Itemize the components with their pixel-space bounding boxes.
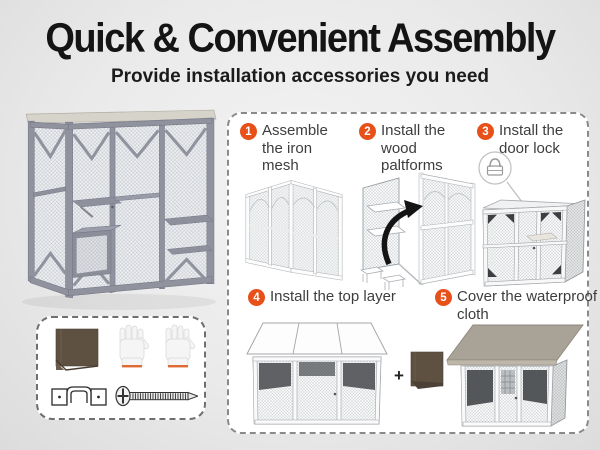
corner-braces [488, 212, 561, 277]
plus-sign: + [394, 366, 404, 385]
catio-shadow [22, 293, 216, 310]
shaded-bays [259, 362, 375, 390]
step-4: 4 Install the top layer [248, 288, 398, 306]
platform-parts [359, 266, 407, 290]
step-4-cloth-icon [410, 351, 444, 389]
catio-product-illustration [22, 109, 217, 310]
page-subtitle: Provide installation accessories you nee… [110, 66, 490, 87]
assembly-steps-panel: 1 Assemble the iron mesh 2 Install the w… [227, 112, 597, 434]
step-3-badge: 3 [477, 123, 494, 140]
waterproof-cloth-icon [55, 328, 99, 371]
mesh-clamp-icon [51, 386, 107, 406]
step-1: 1 Assemble the iron mesh [240, 122, 348, 175]
step-1-badge: 1 [240, 123, 257, 140]
top-panels [246, 322, 388, 355]
step-1-illustration [245, 179, 343, 281]
catio-door-handle [111, 205, 114, 209]
step-5: 5 Cover the waterproof cloth [435, 288, 599, 323]
step-2: 2 Install the wood paltforms [359, 122, 465, 175]
catio-frame [27, 117, 215, 299]
step-4-label: Install the top layer [270, 288, 396, 305]
step-5-label: Cover the waterproof cloth [457, 288, 598, 323]
lock-magnifier-icon [478, 151, 512, 185]
waterproof-cover [446, 324, 584, 361]
step-1-label: Assemble the iron mesh [262, 122, 328, 174]
screw-icon [115, 385, 198, 407]
step-4-badge: 4 [248, 289, 265, 306]
arrow-icon [381, 207, 413, 266]
catio-house-box [72, 224, 122, 278]
step-2-illustration [359, 172, 476, 290]
step-5-badge: 5 [435, 289, 452, 306]
work-gloves-icon [119, 324, 196, 368]
step-2-label: Install the wood paltforms [381, 122, 446, 174]
accessories-box [36, 316, 206, 420]
step-4-illustration [246, 322, 388, 425]
door-handle [532, 246, 536, 250]
step-3: 3 Install the door lock [477, 122, 591, 157]
catio-platforms [33, 186, 214, 255]
catio-trusses [33, 127, 208, 287]
page-title: Quick & Convenient Assembly [45, 16, 556, 62]
step-3-label: Install the door lock [499, 122, 564, 157]
step-2-badge: 2 [359, 123, 376, 140]
step-5-illustration [446, 324, 584, 427]
step-3-illustration [478, 151, 586, 287]
shaded-bays [467, 370, 547, 406]
